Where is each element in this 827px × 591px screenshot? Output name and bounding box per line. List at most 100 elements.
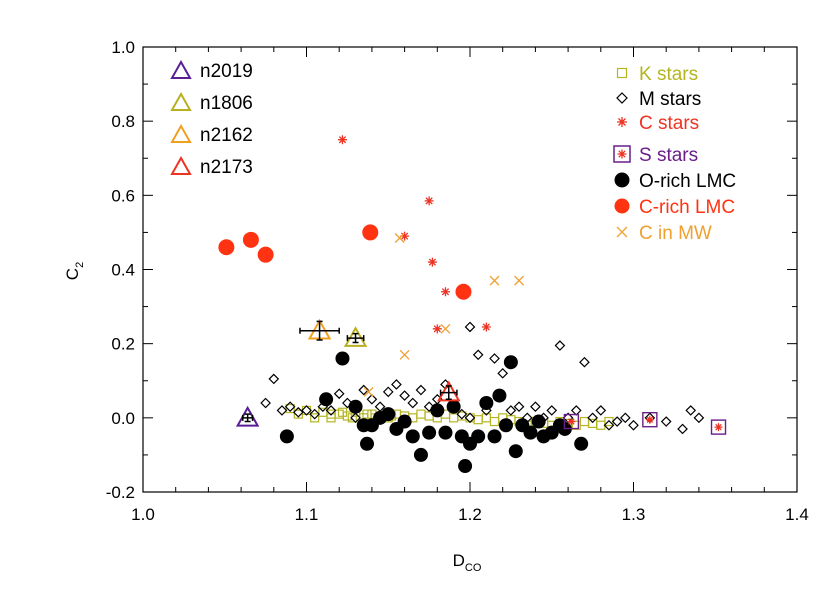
m-star-point (309, 408, 321, 420)
m-star-point (366, 393, 378, 405)
m-star-point (423, 401, 435, 413)
m-star-point (284, 401, 296, 413)
x-axis-label: DCO (453, 551, 482, 574)
data-points (218, 135, 727, 474)
m-star-point (333, 388, 345, 400)
legend-n1806-marker (170, 91, 192, 112)
legend-n2019-label: n2019 (200, 61, 253, 82)
s-star-point (563, 413, 580, 430)
c-in-mw-point (440, 323, 451, 334)
y-axis-label: C2 (63, 262, 86, 280)
c-star-point (440, 287, 450, 297)
x-tick-label: 1.4 (785, 505, 809, 524)
c-rich-lmc-point (242, 231, 259, 248)
o-rich-lmc-point (574, 436, 589, 451)
c-rich-lmc-point (257, 246, 274, 263)
o-rich-lmc-point (438, 425, 453, 440)
legend-n1806-label: n1806 (200, 93, 253, 114)
c-in-mw-point (489, 275, 500, 286)
c-rich-lmc-point (362, 224, 379, 241)
m-star-point (595, 405, 607, 416)
x-tick-label: 1.0 (131, 505, 155, 524)
legend-c_stars-label: C stars (639, 113, 699, 134)
s-star-point (710, 419, 727, 435)
m-star-point (456, 408, 468, 420)
m-star-point (505, 405, 517, 416)
cluster-n1806-marker (343, 326, 368, 347)
legend-m_stars-marker (616, 92, 628, 104)
m-star-point (260, 397, 271, 409)
c-rich-lmc-point (218, 239, 235, 256)
legend-s_stars-label: S stars (639, 145, 698, 166)
o-rich-lmc-point (279, 429, 294, 444)
legend-c_stars-marker (617, 117, 627, 127)
o-rich-lmc-point (422, 425, 437, 440)
m-star-point (464, 321, 476, 333)
s-star-asterisk (714, 423, 723, 432)
s-star-point (642, 411, 658, 428)
c-star-point (400, 231, 410, 241)
k-star-point (416, 409, 426, 419)
k-star-point (318, 407, 328, 417)
m-star-point (554, 340, 566, 351)
c-star-point (424, 196, 434, 206)
o-rich-lmc-point (335, 351, 350, 366)
c-in-mw-point (363, 386, 374, 397)
legend-m_stars-label: M stars (639, 89, 701, 110)
legend-n2162-label: n2162 (200, 125, 253, 146)
m-star-point (497, 367, 509, 379)
m-star-point (325, 405, 337, 416)
m-star-point (513, 401, 525, 413)
m-star-point (603, 419, 615, 431)
m-star-point (342, 397, 353, 409)
cluster-n2162-errorbar (299, 320, 340, 341)
legend-c_mw-label: C in MW (639, 223, 712, 244)
s-star-asterisk (645, 415, 654, 424)
m-star-point (611, 416, 623, 427)
m-star-point (399, 390, 410, 401)
m-star-point (489, 353, 500, 364)
m-star-point (562, 412, 574, 424)
y-tick-label: 0.6 (111, 186, 135, 205)
y-tick-label: 1.0 (111, 38, 135, 57)
c-in-mw-point (394, 233, 405, 243)
y-tick-label: 0.8 (111, 112, 135, 131)
legend-c_mw-marker (616, 226, 628, 238)
legend-n2173-marker (170, 155, 192, 176)
k-star-point (334, 409, 344, 419)
o-rich-lmc-point (508, 444, 523, 459)
cluster-n2173-errorbar (439, 385, 458, 401)
c-star-point (337, 135, 347, 145)
c-in-mw-point (514, 275, 525, 286)
legend-c_rich-label: C-rich LMC (639, 197, 735, 218)
m-star-point (619, 412, 631, 424)
o-rich-lmc-point (381, 407, 396, 422)
m-star-point (464, 412, 476, 424)
m-star-point (570, 405, 582, 416)
y-tick-label: 0.2 (111, 335, 135, 354)
legend-n2162-marker (170, 123, 192, 144)
m-star-point (579, 356, 590, 368)
m-star-point (472, 349, 484, 361)
o-rich-lmc-point (458, 459, 473, 474)
k-star-point (465, 413, 475, 423)
m-star-point (546, 405, 558, 416)
m-star-point (677, 423, 688, 435)
legend-n2019-marker (170, 59, 192, 80)
k-star-point (310, 413, 320, 423)
cluster-n1806-errorbar (346, 332, 365, 344)
o-rich-lmc-point (446, 399, 461, 414)
m-star-point (358, 384, 370, 396)
k-star-point (285, 403, 295, 414)
y-tick-label: -0.2 (106, 483, 135, 502)
k-star-point (588, 418, 598, 428)
y-tick-label: 0.4 (111, 261, 135, 280)
o-rich-lmc-point (397, 414, 412, 429)
k-star-point (473, 415, 483, 425)
legend-o_rich-label: O-rich LMC (639, 171, 736, 192)
o-rich-lmc-point (359, 436, 374, 451)
m-star-point (660, 416, 672, 427)
